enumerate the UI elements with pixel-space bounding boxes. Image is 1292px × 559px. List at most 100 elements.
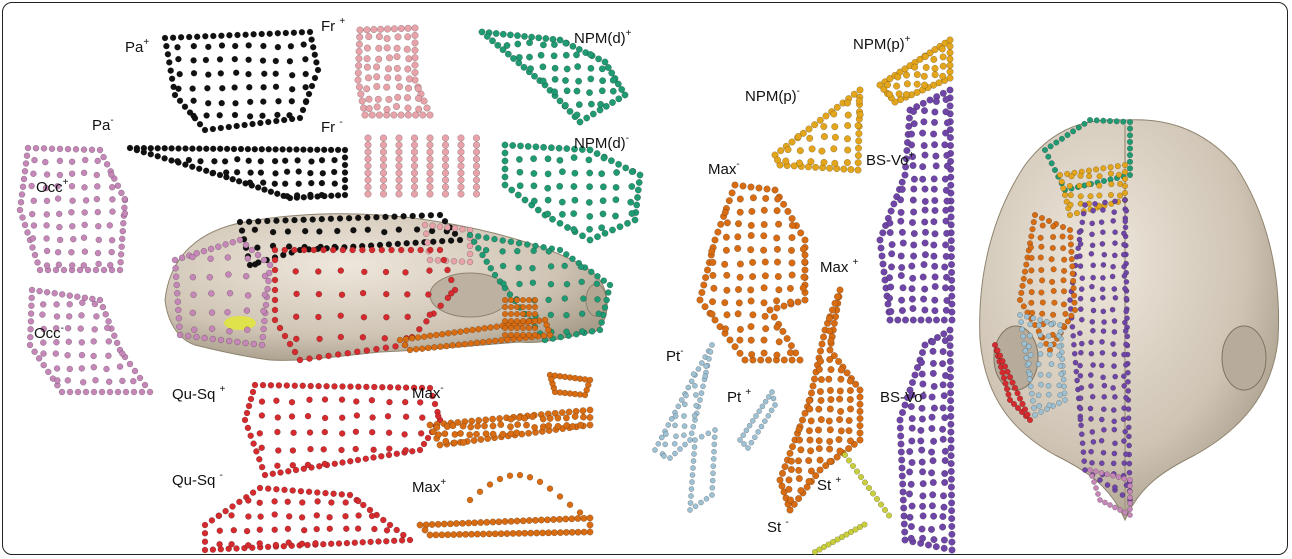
qu-sq-minus-landmark bbox=[244, 528, 250, 534]
occipital-minus-landmark bbox=[79, 352, 85, 358]
pterygoid-minus-landmark bbox=[699, 434, 704, 439]
parietal-minus-landmark bbox=[342, 147, 348, 153]
parietal-minus-landmark bbox=[217, 146, 223, 152]
qu-sq-on-skull-landmark bbox=[272, 257, 278, 263]
npm-dorsal-minus-landmark bbox=[502, 166, 508, 172]
bs-vo-on-ventral-landmark bbox=[1077, 254, 1082, 259]
qu-sq-on-skull-landmark bbox=[338, 268, 344, 274]
bs-vo-on-ventral-landmark bbox=[1092, 201, 1097, 206]
occipital-plus-landmark bbox=[31, 223, 37, 229]
npm-dorsal-minus-landmark bbox=[600, 198, 606, 204]
maxilla-plus-lateral-landmark bbox=[441, 521, 447, 527]
frontal-plus-landmark bbox=[391, 112, 398, 119]
maxilla-on-skull-landmark bbox=[476, 326, 482, 332]
npm-dorsal-plus-landmark bbox=[597, 107, 603, 113]
maxilla-minus-ventral-landmark bbox=[748, 351, 755, 358]
bs-vo-on-ventral-landmark bbox=[1124, 296, 1129, 301]
pterygoid-minus-landmark bbox=[706, 356, 711, 361]
pterygoid-plus-landmark bbox=[759, 424, 764, 429]
pterygoid-minus-landmark bbox=[699, 391, 704, 396]
maxilla-on-skull-landmark bbox=[508, 311, 514, 317]
maxilla-on-skull-landmark bbox=[520, 332, 526, 338]
frontal-plus-landmark bbox=[420, 112, 427, 119]
npm-on-skull-landmark bbox=[588, 269, 594, 275]
qu-sq-on-skull-landmark bbox=[404, 291, 410, 297]
bs-vo-on-ventral-landmark bbox=[1101, 450, 1106, 455]
npm-dorsal-plus-landmark bbox=[575, 78, 581, 84]
pterygoid-on-ventral-landmark bbox=[1031, 316, 1036, 321]
qu-sq-on-ventral-landmark bbox=[1005, 369, 1011, 375]
bs-vo-minus-landmark bbox=[939, 524, 946, 531]
maxilla-plus-ventral-landmark bbox=[826, 356, 833, 363]
maxilla-plus-lateral-landmark bbox=[487, 482, 493, 488]
occipital-on-skull-landmark bbox=[261, 308, 267, 314]
frontal-minus-landmark bbox=[365, 135, 372, 142]
qu-sq-on-skull-landmark bbox=[272, 267, 278, 273]
frontal-plus-landmark bbox=[355, 62, 362, 69]
occipital-plus-landmark bbox=[57, 237, 63, 243]
npm-palatal-plus-landmark bbox=[921, 73, 928, 80]
bs-vo-plus-landmark bbox=[877, 237, 884, 244]
bs-vo-on-ventral-landmark bbox=[1112, 318, 1117, 323]
parietal-plus-landmark bbox=[315, 67, 321, 73]
npm-dorsal-minus-landmark bbox=[615, 161, 621, 167]
maxilla-plus-ventral-landmark bbox=[795, 467, 802, 474]
maxilla-plus-ventral-landmark bbox=[796, 475, 803, 482]
pterygoid-on-ventral-landmark bbox=[1036, 362, 1041, 367]
maxilla-plus-lateral-landmark bbox=[563, 529, 569, 535]
qu-sq-plus-landmark bbox=[339, 447, 345, 453]
npm-palatal-plus-landmark bbox=[884, 82, 891, 89]
npm-on-ventral-landmark bbox=[1127, 166, 1133, 172]
pterygoid-minus-landmark bbox=[709, 342, 714, 347]
maxilla-minus-lateral-landmark bbox=[437, 442, 443, 448]
qu-sq-on-skull-landmark bbox=[311, 247, 317, 253]
parietal-minus-landmark bbox=[282, 158, 288, 164]
bs-vo-on-ventral-landmark bbox=[1101, 262, 1106, 267]
maxilla-minus-ventral-landmark bbox=[762, 313, 769, 320]
frontal-minus-landmark bbox=[380, 163, 387, 170]
bs-vo-on-ventral-landmark bbox=[1123, 429, 1128, 434]
occipital-plus-landmark bbox=[109, 237, 115, 243]
frontal-minus-landmark bbox=[473, 184, 480, 191]
occipital-plus-landmark bbox=[73, 146, 79, 152]
pterygoid-minus-landmark bbox=[710, 478, 715, 483]
parietal-plus-landmark bbox=[175, 44, 181, 50]
occipital-plus-landmark bbox=[42, 159, 48, 165]
bs-vo-minus-landmark bbox=[929, 492, 936, 499]
qu-sq-on-skull-landmark bbox=[326, 353, 332, 359]
npm-dorsal-minus-landmark bbox=[635, 187, 641, 193]
label-npm-d-plus: NPM(d)+ bbox=[574, 28, 632, 47]
parietal-minus-landmark bbox=[236, 178, 242, 184]
maxilla-on-skull-landmark bbox=[514, 311, 520, 317]
npm-on-skull-landmark bbox=[514, 248, 520, 254]
maxilla-plus-lateral-landmark bbox=[504, 530, 510, 536]
npm-dorsal-minus-landmark bbox=[545, 197, 551, 203]
npm-on-ventral-landmark bbox=[1052, 167, 1058, 173]
maxilla-minus-lateral-landmark bbox=[471, 437, 477, 443]
qu-sq-minus-landmark bbox=[282, 487, 288, 493]
npm-on-skull-landmark bbox=[562, 296, 568, 302]
npm-dorsal-minus-landmark bbox=[634, 202, 640, 208]
bs-vo-minus-landmark bbox=[940, 493, 947, 500]
occipital-on-skull-landmark bbox=[210, 336, 216, 342]
npm-on-skull-landmark bbox=[579, 311, 585, 317]
maxilla-minus-ventral-landmark bbox=[749, 259, 756, 266]
bs-vo-on-ventral-landmark bbox=[1100, 295, 1105, 300]
maxilla-minus-ventral-landmark bbox=[789, 215, 796, 222]
parietal-plus-landmark bbox=[204, 85, 210, 91]
occipital-on-ventral-landmark bbox=[1105, 472, 1110, 477]
frontal-minus-landmark bbox=[442, 135, 449, 142]
occipital-minus-landmark bbox=[28, 326, 34, 332]
frontal-minus-landmark bbox=[427, 177, 434, 184]
maxilla-minus-ventral-landmark bbox=[736, 300, 743, 307]
qu-sq-minus-landmark bbox=[265, 544, 271, 550]
frontal-plus-landmark bbox=[424, 105, 431, 112]
bs-vo-on-ventral-landmark bbox=[1121, 438, 1126, 443]
maxilla-plus-lateral-landmark bbox=[528, 530, 534, 536]
maxilla-minus-ventral-landmark bbox=[748, 222, 755, 229]
maxilla-plus-ventral-landmark bbox=[827, 347, 834, 354]
maxilla-plus-ventral-landmark bbox=[805, 457, 812, 464]
parietal-minus-landmark bbox=[274, 191, 280, 197]
pterygoid-on-ventral-landmark bbox=[1047, 352, 1052, 357]
qu-sq-minus-landmark bbox=[290, 488, 296, 494]
